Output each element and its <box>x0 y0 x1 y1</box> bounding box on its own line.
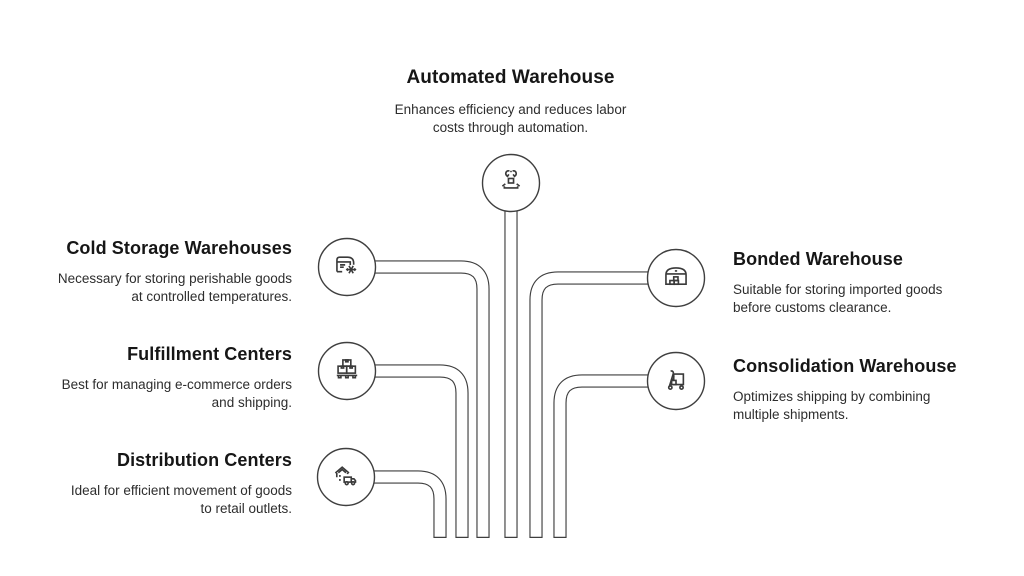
consolidation-warehouse-description: Optimizes shipping by combining multiple… <box>733 389 931 422</box>
bonded-warehouse-block: Bonded Warehouse Suitable for storing im… <box>733 248 961 316</box>
cold-storage-icon <box>336 256 357 274</box>
bonded-warehouse-node <box>646 248 706 308</box>
distribution-block: Distribution Centers Ideal for efficient… <box>57 449 292 517</box>
distribution-description: Ideal for efficient movement of goods to… <box>70 483 292 516</box>
automated-warehouse-node <box>481 153 541 213</box>
distribution-node <box>316 447 376 507</box>
bonded-warehouse-title: Bonded Warehouse <box>733 249 903 269</box>
fulfillment-node <box>317 341 377 401</box>
distribution-title: Distribution Centers <box>116 450 292 470</box>
fulfillment-block: Fulfillment Centers Best for managing e-… <box>57 343 292 411</box>
connector-pipes <box>346 190 676 538</box>
pallet-boxes-icon <box>336 359 358 379</box>
consolidation-node <box>646 351 706 411</box>
cold-storage-title: Cold Storage Warehouses <box>66 238 292 258</box>
cold-storage-description: Necessary for storing perishable goods a… <box>57 271 292 304</box>
automated-warehouse-block: Automated Warehouse Enhances efficiency … <box>392 66 629 136</box>
warehouse-truck-icon <box>334 466 357 486</box>
fulfillment-description: Best for managing e-commerce orders and … <box>61 377 292 410</box>
cold-storage-block: Cold Storage Warehouses Necessary for st… <box>57 237 292 305</box>
consolidation-warehouse-title: Consolidation Warehouse <box>733 356 957 376</box>
robot-arm-icon <box>501 170 521 189</box>
bonded-warehouse-description: Suitable for storing imported goods befo… <box>733 282 943 315</box>
hand-truck-icon <box>667 370 685 390</box>
fulfillment-title: Fulfillment Centers <box>127 344 292 364</box>
bonded-warehouse-icon <box>665 267 687 286</box>
automated-warehouse-title: Automated Warehouse <box>406 67 615 88</box>
cold-storage-node <box>317 237 377 297</box>
consolidation-warehouse-block: Consolidation Warehouse Optimizes shippi… <box>733 355 961 423</box>
automated-warehouse-description: Enhances efficiency and reduces labor co… <box>394 102 627 135</box>
